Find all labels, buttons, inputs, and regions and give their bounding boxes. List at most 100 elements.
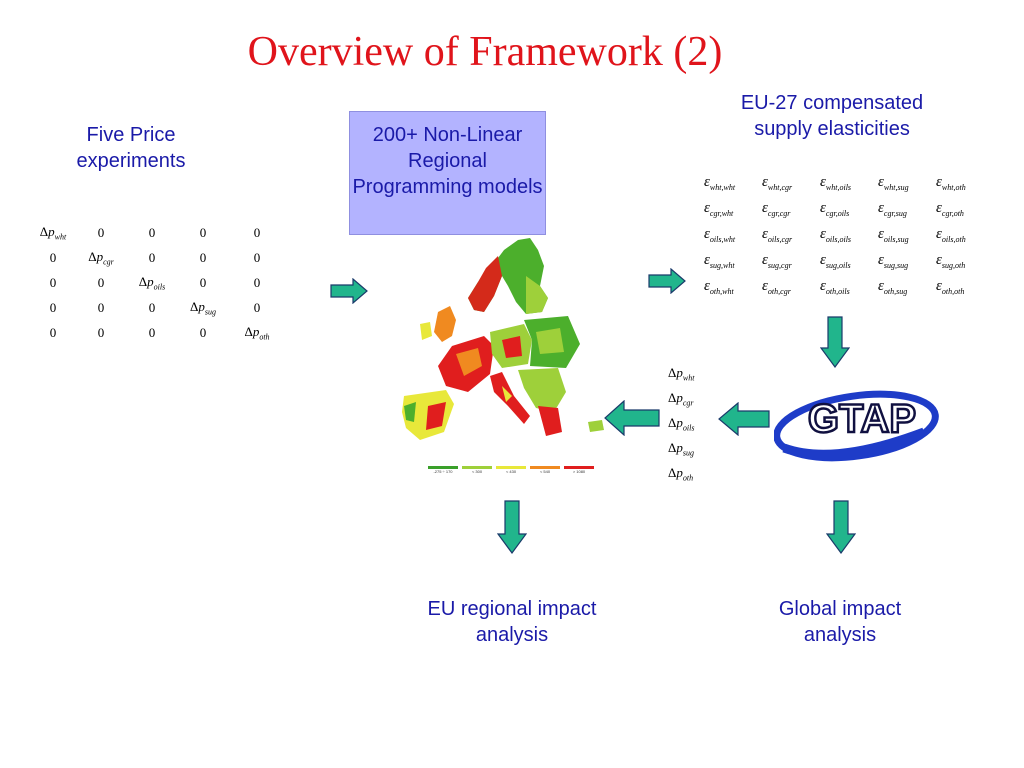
elasticity-cell: εwht,sug bbox=[878, 174, 909, 192]
elasticity-cell: εwht,oth bbox=[936, 174, 966, 192]
elasticity-cell: εoth,sug bbox=[878, 278, 908, 296]
model-box-text: 200+ Non-Linear Regional Programming mod… bbox=[352, 124, 543, 198]
elasticity-cell: εsug,sug bbox=[878, 252, 909, 270]
elasticity-cell: εoils,oth bbox=[936, 226, 966, 244]
legend-item: -275 ÷ 170 bbox=[428, 466, 458, 474]
elasticity-cell: εoth,oth bbox=[936, 278, 965, 296]
matrix-cell: 0 bbox=[148, 299, 156, 315]
elasticity-row: εcgr,wht εcgr,cgr εcgr,oils εcgr,sug εcgr,ot… bbox=[704, 196, 994, 222]
matrix-row: 0 Δpcgr 0 0 0 bbox=[30, 245, 286, 270]
matrix-cell: 0 bbox=[199, 249, 207, 265]
matrix-cell: 0 bbox=[253, 224, 261, 240]
matrix-cell: 0 bbox=[253, 299, 261, 315]
arrow-down-1 bbox=[820, 316, 850, 368]
matrix-cell: Δpsug bbox=[190, 298, 216, 317]
matrix-cell: 0 bbox=[49, 324, 57, 340]
legend-swatch bbox=[564, 466, 594, 469]
legend-label: -275 ÷ 170 bbox=[433, 469, 453, 474]
europe-regional-map bbox=[398, 236, 608, 473]
price-change-item: Δpsug bbox=[668, 440, 694, 458]
legend-swatch bbox=[462, 466, 492, 469]
elasticity-cell: εoils,oils bbox=[820, 226, 852, 244]
matrix-cell: 0 bbox=[148, 324, 156, 340]
model-box: 200+ Non-Linear Regional Programming mod… bbox=[349, 111, 546, 235]
matrix-cell: 0 bbox=[97, 274, 105, 290]
arrow-left-1 bbox=[718, 402, 770, 436]
price-change-item: Δpoils bbox=[668, 415, 695, 433]
legend-label: < 540 bbox=[539, 469, 551, 474]
matrix-row: 0 0 Δpoils 0 0 bbox=[30, 270, 286, 295]
legend-label: > 1080 bbox=[572, 469, 586, 474]
legend-label: < 300 bbox=[471, 469, 483, 474]
elasticity-row: εoils,wht εoils,cgr εoils,oils εoils,sug εoi… bbox=[704, 222, 994, 248]
legend-swatch bbox=[496, 466, 526, 469]
arrow-left-2 bbox=[604, 400, 660, 436]
price-change-item: Δpwht bbox=[668, 365, 695, 383]
legend-item: < 430 bbox=[496, 466, 526, 474]
matrix-cell: 0 bbox=[199, 274, 207, 290]
legend-label: < 430 bbox=[505, 469, 517, 474]
elasticity-cell: εsug,oils bbox=[820, 252, 851, 270]
matrix-cell: 0 bbox=[97, 224, 105, 240]
elasticity-cell: εwht,oils bbox=[820, 174, 852, 192]
elasticities-label: EU-27 compensated supply elasticities bbox=[740, 92, 924, 140]
europe-map-icon bbox=[402, 238, 604, 440]
matrix-cell: 0 bbox=[148, 249, 156, 265]
elasticity-cell: εoils,cgr bbox=[762, 226, 793, 244]
matrix-cell: 0 bbox=[253, 249, 261, 265]
elasticity-row: εsug,wht εsug,cgr εsug,oils εsug,sug εsug,ot… bbox=[704, 248, 994, 274]
gtap-logo-text: GTAP bbox=[808, 397, 916, 441]
elasticity-cell: εoils,sug bbox=[878, 226, 909, 244]
slide-title: Overview of Framework (2) bbox=[247, 29, 723, 75]
elasticity-cell: εcgr,oth bbox=[936, 200, 964, 218]
elasticity-cell: εoth,cgr bbox=[762, 278, 791, 296]
price-change-item: Δpcgr bbox=[668, 390, 694, 408]
legend-item: < 540 bbox=[530, 466, 560, 474]
arrow-down-2 bbox=[497, 500, 527, 554]
legend-item: > 1080 bbox=[564, 466, 594, 474]
matrix-cell: 0 bbox=[49, 274, 57, 290]
elasticity-cell: εoth,wht bbox=[704, 278, 734, 296]
matrix-cell: 0 bbox=[49, 249, 57, 265]
matrix-cell: 0 bbox=[97, 299, 105, 315]
arrow-right-2 bbox=[648, 268, 686, 294]
legend-swatch bbox=[428, 466, 458, 469]
elasticity-cell: εsug,oth bbox=[936, 252, 966, 270]
matrix-cell: Δpoth bbox=[244, 323, 270, 342]
elasticity-cell: εsug,wht bbox=[704, 252, 735, 270]
matrix-cell: 0 bbox=[199, 224, 207, 240]
elasticity-cell: εcgr,cgr bbox=[762, 200, 791, 218]
matrix-cell: Δpcgr bbox=[88, 248, 114, 267]
matrix-cell: Δpwht bbox=[39, 223, 67, 242]
gtap-logo: GTAP bbox=[773, 386, 950, 467]
matrix-cell: 0 bbox=[148, 224, 156, 240]
eu-output-label: EU regional impact analysis bbox=[427, 598, 597, 646]
matrix-cell: Δpoils bbox=[138, 273, 166, 292]
map-legend-bar: -275 ÷ 170 < 300 < 430 < 540 > 1080 bbox=[428, 466, 598, 474]
arrow-down-3 bbox=[826, 500, 856, 554]
elasticity-cell: εwht,cgr bbox=[762, 174, 793, 192]
elasticity-row: εwht,wht εwht,cgr εwht,oils εwht,sug εwht,ot… bbox=[704, 170, 994, 196]
matrix-cell: 0 bbox=[97, 324, 105, 340]
elasticity-cell: εcgr,wht bbox=[704, 200, 734, 218]
elasticity-cell: εcgr,sug bbox=[878, 200, 907, 218]
legend-item: < 300 bbox=[462, 466, 492, 474]
elasticity-cell: εwht,wht bbox=[704, 174, 736, 192]
elasticity-cell: εsug,cgr bbox=[762, 252, 792, 270]
global-output-label: Global impact analysis bbox=[778, 598, 902, 646]
price-change-item: Δpoth bbox=[668, 465, 694, 483]
matrix-row: 0 0 0 0 Δpoth bbox=[30, 320, 286, 345]
elasticity-matrix: εwht,wht εwht,cgr εwht,oils εwht,sug εwht,ot… bbox=[704, 170, 994, 300]
elasticity-cell: εcgr,oils bbox=[820, 200, 850, 218]
matrix-cell: 0 bbox=[253, 274, 261, 290]
elasticity-cell: εoils,wht bbox=[704, 226, 736, 244]
legend-swatch bbox=[530, 466, 560, 469]
matrix-row: Δpwht 0 0 0 0 bbox=[30, 220, 286, 245]
matrix-cell: 0 bbox=[199, 324, 207, 340]
experiments-label: Five Price experiments bbox=[76, 124, 186, 172]
arrow-right-1 bbox=[330, 278, 368, 304]
